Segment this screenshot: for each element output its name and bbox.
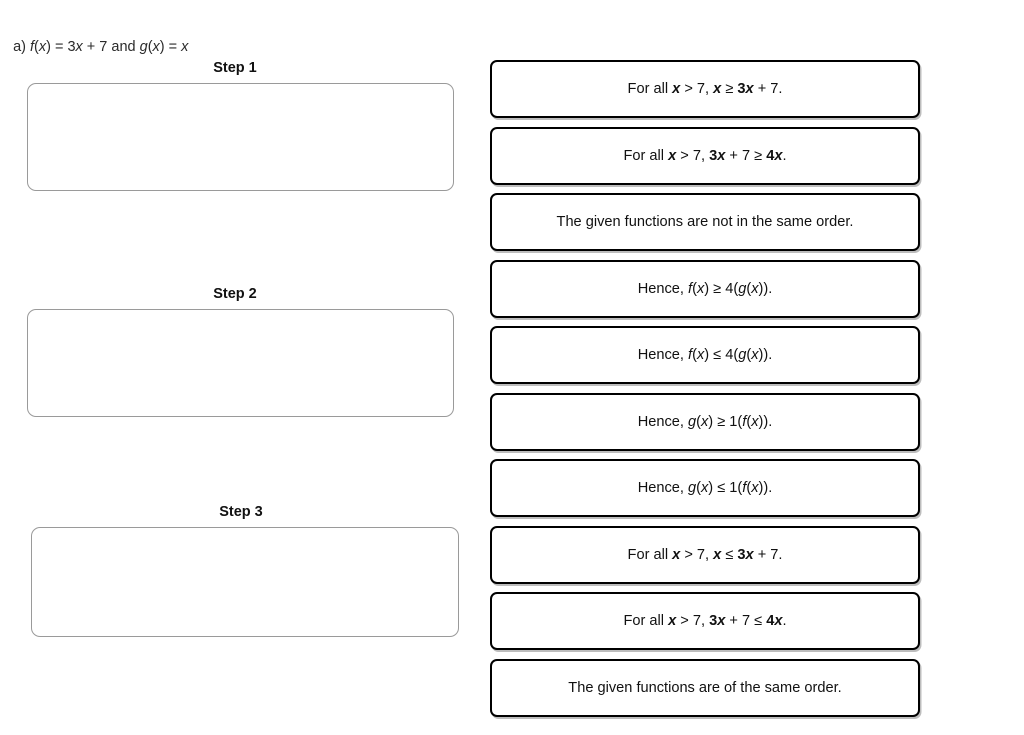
answer-tile-label: For all x > 7, 3x + 7 ≥ 4x. <box>623 147 787 164</box>
answer-tile[interactable]: Hence, g(x) ≤ 1(f(x)). <box>490 459 920 517</box>
answer-bank: For all x > 7, x ≥ 3x + 7. For all x > 7,… <box>490 60 920 725</box>
answer-tile[interactable]: For all x > 7, x ≥ 3x + 7. <box>490 60 920 118</box>
answer-tile-label: Hence, g(x) ≥ 1(f(x)). <box>637 413 773 430</box>
answer-tile[interactable]: For all x > 7, 3x + 7 ≤ 4x. <box>490 592 920 650</box>
answer-tile-label: Hence, f(x) ≤ 4(g(x)). <box>637 347 773 363</box>
step-2-dropzone[interactable] <box>27 309 454 417</box>
step-group-2: Step 2 <box>0 286 470 417</box>
step-2-label: Step 2 <box>213 286 257 302</box>
answer-tile-label: For all x > 7, 3x + 7 ≤ 4x. <box>623 613 787 629</box>
answer-tile[interactable]: Hence, g(x) ≥ 1(f(x)). <box>490 392 920 451</box>
answer-tile-label: Hence, f(x) ≥ 4(g(x)). <box>637 280 773 297</box>
answer-tile[interactable]: The given functions are not in the same … <box>490 193 920 251</box>
answer-tile[interactable]: Hence, f(x) ≤ 4(g(x)). <box>490 326 920 384</box>
answer-tile-label: The given functions are of the same orde… <box>568 679 842 696</box>
answer-tile[interactable]: For all x > 7, x ≤ 3x + 7. <box>490 525 920 584</box>
answer-tile-label: For all x > 7, x ≤ 3x + 7. <box>627 546 783 563</box>
answer-tile[interactable]: For all x > 7, 3x + 7 ≥ 4x. <box>490 126 920 185</box>
answer-tile[interactable]: The given functions are of the same orde… <box>490 658 920 717</box>
problem-statement: a) f(x) = 3x + 7 and g(x) = x <box>5 20 188 56</box>
step-1-label: Step 1 <box>213 60 257 76</box>
problem-statement-text: a) f(x) = 3x + 7 and g(x) = x <box>13 39 189 55</box>
answer-tile-label: For all x > 7, x ≥ 3x + 7. <box>627 81 783 97</box>
step-1-dropzone[interactable] <box>27 83 454 191</box>
answer-tile-label: The given functions are not in the same … <box>556 214 854 230</box>
answer-tile-label: Hence, g(x) ≤ 1(f(x)). <box>637 480 773 496</box>
answer-tile[interactable]: Hence, f(x) ≥ 4(g(x)). <box>490 259 920 318</box>
step-group-3: Step 3 <box>6 504 476 637</box>
step-group-1: Step 1 <box>0 60 470 191</box>
step-3-label: Step 3 <box>219 504 263 520</box>
step-3-dropzone[interactable] <box>31 527 459 637</box>
